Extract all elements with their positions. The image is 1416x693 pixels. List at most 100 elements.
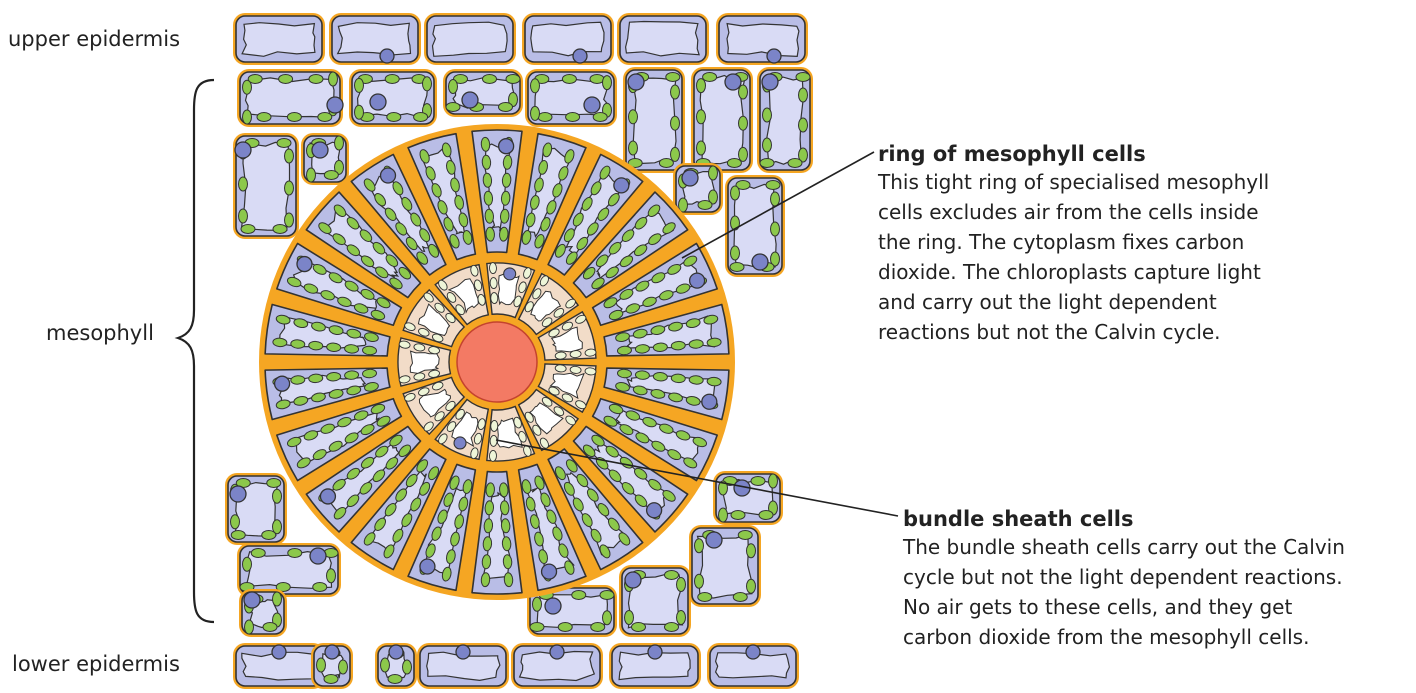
- chloroplast: [603, 76, 612, 90]
- chloroplast: [697, 110, 706, 124]
- chloroplast: [566, 113, 580, 122]
- nucleus: [752, 254, 768, 270]
- nucleus: [584, 97, 600, 113]
- chloroplast: [763, 138, 772, 152]
- nucleus: [297, 257, 312, 272]
- nucleus: [767, 49, 781, 63]
- chloroplast: [506, 75, 520, 84]
- nucleus: [690, 273, 705, 288]
- chloroplast: [257, 113, 271, 122]
- sheath-chloroplast: [491, 420, 498, 431]
- nucleus: [420, 559, 435, 574]
- chloroplast: [533, 597, 542, 611]
- mesophyll-cell: [233, 133, 299, 239]
- bundle-sheath-callout-title: bundle sheath cells: [903, 506, 1413, 532]
- chloroplast: [763, 108, 772, 122]
- mesophyll-cell: [301, 133, 349, 185]
- chloroplast: [629, 110, 638, 124]
- chloroplast: [243, 80, 252, 94]
- mesophyll-cell: [623, 67, 685, 173]
- chloroplast: [603, 611, 612, 625]
- ring-callout-title: ring of mesophyll cells: [878, 141, 1408, 167]
- mesophyll-bracket: [178, 80, 214, 622]
- chloroplast: [677, 578, 686, 592]
- chloroplast: [677, 611, 686, 625]
- nucleus: [573, 49, 587, 63]
- chloroplast: [731, 246, 740, 260]
- chloroplast: [239, 177, 248, 191]
- ring-callout-line: the ring. The cytoplasm fixes carbon: [878, 227, 1408, 257]
- lower-epidermis-cell: [511, 643, 603, 689]
- chloroplast: [279, 75, 293, 84]
- vacuole: [727, 24, 799, 57]
- chloroplast: [591, 623, 605, 632]
- nucleus: [310, 548, 326, 564]
- nucleus: [389, 645, 403, 659]
- chloroplast: [313, 583, 327, 592]
- chloroplast: [251, 549, 265, 558]
- chloroplast: [698, 201, 712, 210]
- chloroplast: [572, 591, 586, 600]
- chloroplast: [285, 213, 294, 227]
- vascular-bundle-core: [457, 322, 537, 402]
- chloroplast: [262, 531, 276, 540]
- chloroplast: [731, 186, 740, 200]
- nucleus: [647, 503, 662, 518]
- bundle-callout-line: The bundle sheath cells carry out the Ca…: [903, 532, 1413, 562]
- ring-callout-line: reactions but not the Calvin cycle.: [878, 317, 1408, 347]
- chloroplast: [751, 477, 765, 486]
- chloroplast: [709, 166, 718, 180]
- upper-epidermis-cell: [329, 13, 421, 65]
- chloroplast: [629, 141, 638, 155]
- mesophyll-cell: [713, 471, 783, 525]
- nucleus: [682, 170, 698, 186]
- chloroplast: [760, 159, 774, 168]
- nucleus: [275, 376, 290, 391]
- nucleus: [614, 178, 629, 193]
- vacuole: [698, 535, 752, 598]
- chloroplast: [625, 611, 634, 625]
- lower-epidermis-cell: [707, 643, 799, 689]
- nucleus: [325, 645, 339, 659]
- chloroplast: [799, 88, 808, 102]
- chloroplast: [697, 141, 706, 155]
- lower-epidermis-cell: [609, 643, 701, 689]
- chloroplast: [731, 511, 745, 520]
- chloroplast: [231, 531, 245, 540]
- chloroplast: [273, 489, 282, 503]
- nucleus: [504, 268, 516, 280]
- chloroplast: [335, 136, 344, 150]
- mesophyll-cell: [673, 163, 723, 215]
- chloroplast: [747, 579, 756, 593]
- chloroplast: [355, 105, 364, 119]
- chloroplast: [666, 73, 680, 82]
- chloroplast: [324, 675, 338, 684]
- chloroplast: [703, 73, 717, 82]
- nucleus: [370, 94, 386, 110]
- mesophyll-cell: [237, 543, 341, 597]
- chloroplast: [318, 113, 332, 122]
- nucleus: [499, 139, 514, 154]
- chloroplast: [307, 168, 316, 182]
- chloroplast: [730, 263, 744, 272]
- chloroplast: [414, 113, 428, 122]
- chloroplast: [287, 113, 301, 122]
- chloroplast: [747, 544, 756, 558]
- chloroplast: [558, 623, 572, 632]
- chloroplast: [695, 539, 704, 553]
- upper-epidermis-cell: [617, 13, 709, 65]
- chloroplast: [231, 515, 240, 529]
- mesophyll-cell: [349, 69, 437, 127]
- bundle-callout-line: carbon dioxide from the mesophyll cells.: [903, 622, 1413, 652]
- chloroplast: [538, 113, 552, 122]
- sheath-chloroplast: [490, 435, 497, 446]
- nucleus: [625, 572, 641, 588]
- chloroplast: [273, 592, 282, 606]
- mesophyll-cell: [443, 69, 523, 117]
- chloroplast: [739, 116, 748, 130]
- nucleus: [545, 598, 561, 614]
- sheath-chloroplast: [490, 277, 497, 288]
- chloroplast: [738, 531, 752, 540]
- upper-epidermis-cell: [233, 13, 325, 65]
- mesophyll-cell: [691, 67, 753, 173]
